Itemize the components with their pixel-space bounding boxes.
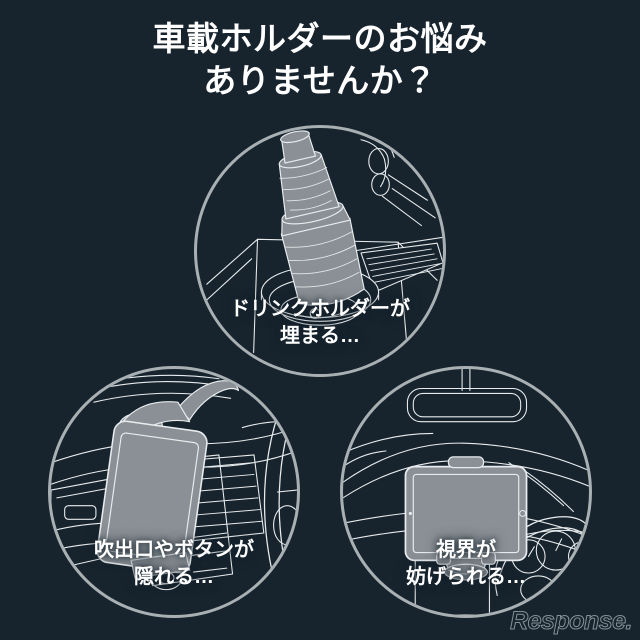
cup-holder-mount-illustration xyxy=(201,130,443,374)
caption-drink-holder-line-2: 埋まる… xyxy=(280,325,360,347)
caption-drink-holder-line-1: ドリンクホルダーが xyxy=(230,298,410,320)
caption-visibility-line-1: 視界が xyxy=(436,539,496,561)
caption-visibility: 視界が 妨げられる… xyxy=(343,537,589,591)
caption-visibility-line-2: 妨げられる… xyxy=(406,566,526,588)
dashboard-tablet-illustration xyxy=(343,369,589,615)
caption-air-vent-line-2: 隠れる… xyxy=(134,566,214,588)
title-line-1: 車載ホルダーのお悩み xyxy=(152,20,488,57)
panel-drink-holder: ドリンクホルダーが 埋まる… xyxy=(194,125,446,377)
title-line-2: ありませんか？ xyxy=(203,62,437,99)
panel-air-vent: 吹出口やボタンが 隠れる… xyxy=(48,366,300,618)
air-vent-mount-illustration xyxy=(51,374,297,591)
panel-visibility: 視界が 妨げられる… xyxy=(340,366,592,618)
page-title: 車載ホルダーのお悩み ありませんか？ xyxy=(0,18,640,102)
caption-drink-holder: ドリンクホルダーが 埋まる… xyxy=(197,296,443,350)
caption-air-vent-line-1: 吹出口やボタンが xyxy=(94,539,254,561)
caption-air-vent: 吹出口やボタンが 隠れる… xyxy=(51,537,297,591)
response-watermark: Response. xyxy=(510,607,633,636)
